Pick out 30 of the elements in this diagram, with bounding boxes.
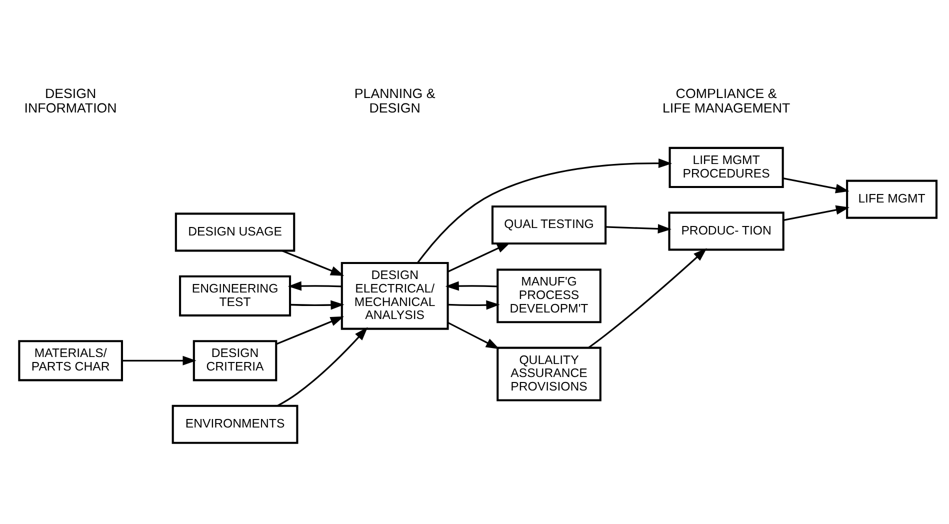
- node-box: QULALITY ASSURANCE PROVISIONS: [496, 346, 602, 402]
- arrow: [122, 356, 196, 366]
- node-box: LIFE MGMT: [846, 180, 938, 219]
- arrow: [448, 300, 500, 310]
- node-box: MANUF'G PROCESS DEVELOPM'T: [496, 268, 602, 324]
- node-box: QUAL TESTING: [491, 205, 607, 245]
- arrow: [782, 178, 850, 194]
- arrow: [290, 300, 344, 310]
- arrow: [447, 242, 511, 272]
- node-box: LIFE MGMT PROCEDURES: [668, 146, 784, 188]
- arrow: [783, 205, 850, 221]
- arrow: [606, 224, 672, 234]
- node-box: PRODUC- TION: [668, 212, 784, 251]
- label: DESIGN INFORMATION: [24, 86, 117, 116]
- node-box: DESIGN USAGE: [174, 212, 296, 252]
- arrow: [288, 281, 342, 291]
- node-box: ENVIRONMENTS: [172, 404, 298, 444]
- arrow: [588, 248, 707, 348]
- arrow: [445, 281, 498, 291]
- node-box: DESIGN CRITERIA: [192, 340, 278, 382]
- node-box: MATERIALS/ PARTS CHAR: [18, 340, 123, 382]
- arrow: [282, 250, 344, 276]
- arrow: [277, 327, 368, 406]
- arrow: [447, 322, 500, 350]
- node-box: DESIGN ELECTRICAL/ MECHANICAL ANALYSIS: [340, 262, 449, 330]
- arrow: [276, 316, 344, 345]
- arrow: [417, 158, 672, 264]
- label: COMPLIANCE & LIFE MANAGEMENT: [662, 86, 790, 116]
- label: PLANNING & DESIGN: [354, 86, 436, 116]
- node-box: ENGINEERING TEST: [179, 275, 292, 316]
